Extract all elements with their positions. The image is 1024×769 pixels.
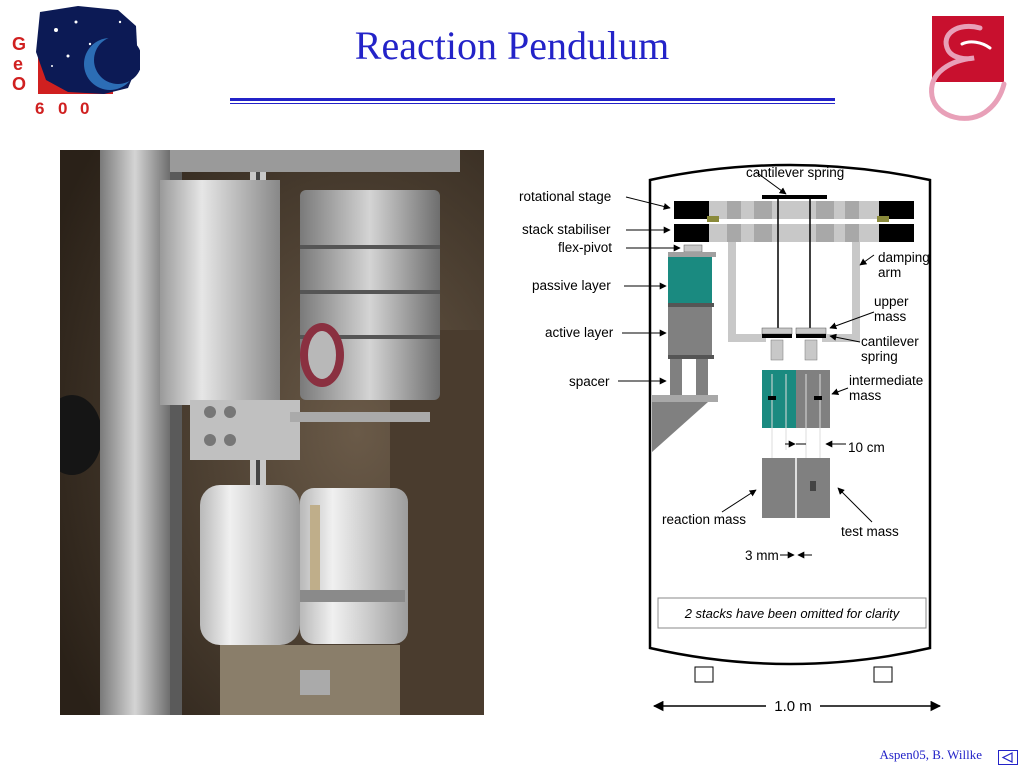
label-damping: damping: [878, 250, 930, 265]
label-scale-1m: 1.0 m: [774, 698, 812, 715]
institute-logo: [918, 14, 1014, 132]
label-10cm: 10 cm: [848, 440, 885, 455]
label-spacer: spacer: [569, 374, 610, 389]
geo-digit-0a: 0: [58, 99, 68, 118]
reaction-pendulum-diagram: cantilever spring rotational stage stack…: [510, 150, 950, 720]
geo-letter-e: e: [13, 54, 24, 74]
label-rotational-stage: rotational stage: [519, 189, 611, 204]
label-upper: upper: [874, 294, 909, 309]
active-layer-block: [668, 307, 712, 355]
stack-stabiliser-bar: [674, 224, 914, 242]
geo-digit-6: 6: [35, 99, 45, 118]
label-reaction-mass: reaction mass: [662, 512, 746, 527]
label-test-mass: test mass: [841, 524, 899, 539]
top-cantilever-blade: [762, 195, 827, 199]
label-cantilever: cantilever: [861, 334, 919, 349]
label-flex-pivot: flex-pivot: [558, 240, 612, 255]
back-button[interactable]: [998, 750, 1018, 765]
tank-foot-right: [873, 666, 893, 683]
mount-bracket: [652, 402, 708, 452]
title-underline: [230, 98, 835, 101]
geo-letter-o: O: [12, 74, 27, 94]
note-box: [657, 597, 927, 629]
flex-pivot: [683, 244, 703, 253]
footer-credit: Aspen05, B. Willke: [879, 747, 982, 762]
spacer-plate: [652, 395, 718, 402]
geo600-logo: G e O 6 0 0: [8, 4, 142, 122]
passive-layer-block: [668, 257, 712, 303]
label-active-layer: active layer: [545, 325, 614, 340]
geo-letter-g: G: [12, 34, 27, 54]
label-3mm: 3 mm: [745, 548, 779, 563]
tank-foot-left: [694, 666, 714, 683]
label-stack-stabiliser: stack stabiliser: [522, 222, 611, 237]
note-text: 2 stacks have been omitted for clarity: [684, 606, 901, 621]
intermediate-mass-reaction: [762, 370, 796, 428]
geo-digit-0b: 0: [80, 99, 90, 118]
reaction-mass: [762, 458, 796, 518]
label-arm: arm: [878, 265, 901, 280]
damping-arm-frame: [728, 242, 860, 342]
back-arrow-icon: [1001, 752, 1013, 763]
label-cantilever-spring-top: cantilever spring: [746, 165, 844, 180]
label-passive-layer: passive layer: [532, 278, 611, 293]
label-intermediate-mass: mass: [849, 388, 882, 403]
label-upper-mass: mass: [874, 309, 907, 324]
geo-space-image: [36, 6, 142, 94]
label-spring: spring: [861, 349, 898, 364]
label-intermediate: intermediate: [849, 373, 923, 388]
title-underline-thin: [230, 103, 835, 104]
slide-title: Reaction Pendulum: [354, 23, 670, 68]
vacuum-tank: [648, 163, 932, 666]
intermediate-mass-test: [796, 370, 830, 428]
hardware-photo: [42, 150, 484, 715]
